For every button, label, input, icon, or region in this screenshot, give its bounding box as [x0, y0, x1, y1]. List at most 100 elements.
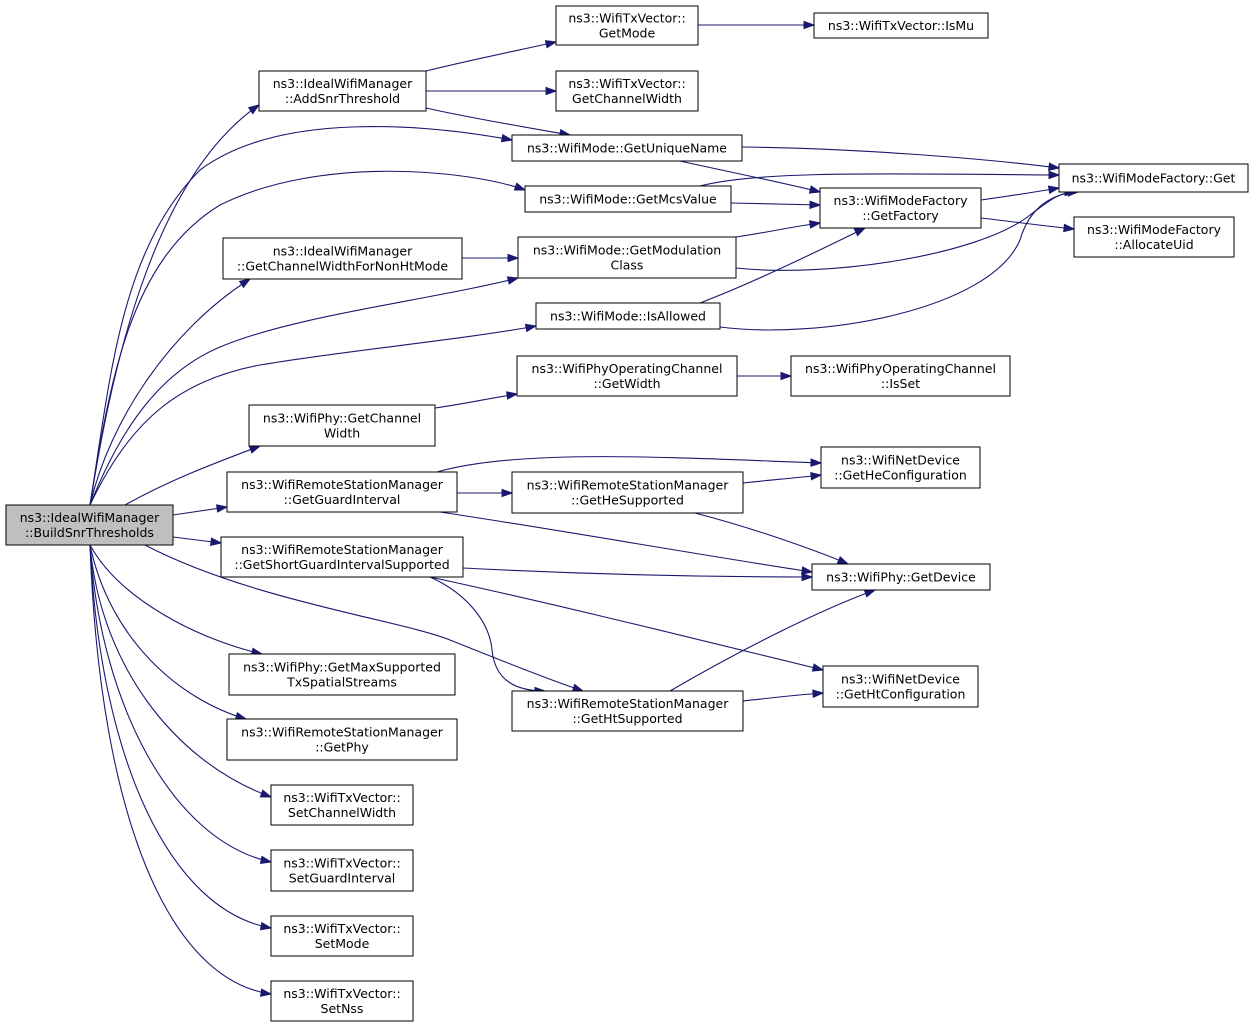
edge-modefactory_getfactory-to-modefactory_alloc: [980, 217, 1076, 233]
node-label-line: ns3::WifiTxVector::IsMu: [828, 18, 974, 33]
node-txv-setgi[interactable]: ns3::WifiTxVector::SetGuardInterval: [270, 849, 414, 892]
node-label-line: ::GetHtSupported: [572, 711, 682, 726]
edge-line: [89, 104, 260, 506]
edge-line: [741, 146, 1060, 169]
node-rsm-getphy[interactable]: ns3::WifiRemoteStationManager::GetPhy: [226, 718, 458, 761]
node-label-line: ns3::WifiRemoteStationManager: [241, 725, 444, 740]
node-txv-ismu[interactable]: ns3::WifiTxVector::IsMu: [813, 12, 989, 39]
edge-line: [669, 589, 876, 692]
arrowhead: [812, 689, 825, 699]
edge-line: [89, 544, 272, 798]
edge-mode_uniquename-to-modefactory_get: [741, 146, 1061, 171]
node-box: [555, 70, 699, 112]
node-rsm-gi[interactable]: ns3::WifiRemoteStationManager::GetGuardI…: [226, 471, 458, 513]
edge-root-to-mode_uniquename: [89, 126, 514, 506]
node-txv-setcw[interactable]: ns3::WifiTxVector::SetChannelWidth: [270, 784, 414, 826]
node-modefactory-get[interactable]: ns3::WifiModeFactory::Get: [1058, 163, 1249, 193]
node-label-line: ns3::WifiTxVector::: [283, 790, 400, 805]
arrowhead: [1048, 170, 1061, 180]
edge-line: [89, 277, 519, 506]
edge-mode_mcs-to-modefactory_get: [699, 170, 1061, 187]
node-label-line: ns3::WifiTxVector::: [568, 11, 685, 26]
node-label-line: ::GetFactory: [862, 208, 939, 223]
node-label-line: ns3::WifiNetDevice: [841, 453, 960, 468]
node-ideal-getcwnonht[interactable]: ns3::IdealWifiManager::GetChannelWidthFo…: [222, 237, 463, 280]
node-netdev-ht[interactable]: ns3::WifiNetDevice::GetHtConfiguration: [822, 665, 979, 708]
node-txv-getcw[interactable]: ns3::WifiTxVector::GetChannelWidth: [555, 70, 699, 112]
node-label-line: SetNss: [321, 1001, 364, 1016]
edge-rsm_sgi-to-netdev_ht: [429, 576, 825, 672]
edge-line: [89, 544, 272, 929]
arrowhead: [506, 276, 520, 285]
edge-line: [89, 325, 537, 506]
node-box: [511, 690, 744, 732]
node-phy-getdevice[interactable]: ns3::WifiPhy::GetDevice: [811, 563, 991, 591]
arrowhead: [836, 555, 850, 565]
node-box: [811, 563, 991, 591]
arrowhead: [247, 104, 261, 115]
node-netdev-he[interactable]: ns3::WifiNetDevice::GetHeConfiguration: [820, 446, 981, 489]
arrowhead: [248, 445, 262, 454]
node-label-line: ns3::WifiMode::GetModulation: [533, 243, 721, 258]
edge-line: [699, 173, 1060, 187]
arrowhead: [810, 471, 823, 481]
edge-root-to-mode_isallowed: [89, 323, 538, 506]
node-label-line: Width: [324, 426, 360, 441]
edge-line: [980, 217, 1075, 230]
node-label-line: ns3::WifiMode::GetUniqueName: [527, 141, 727, 156]
node-box: [1073, 216, 1235, 258]
edge-rsm_sgi-to-phy_getdevice: [462, 567, 814, 582]
arrowhead: [571, 683, 585, 692]
node-label-line: ::IsSet: [881, 376, 920, 391]
edge-line: [425, 107, 571, 136]
edge-mode_modclass-to-modefactory_getfactory: [735, 220, 822, 238]
node-rsm-sgi[interactable]: ns3::WifiRemoteStationManager::GetShortG…: [220, 536, 464, 578]
node-mode-isallowed[interactable]: ns3::WifiMode::IsAllowed: [535, 302, 721, 330]
node-box: [511, 471, 744, 514]
edge-line: [742, 474, 822, 484]
node-modefactory-getfactory[interactable]: ns3::WifiModeFactory::GetFactory: [819, 187, 982, 229]
node-txv-setmode[interactable]: ns3::WifiTxVector::SetMode: [270, 915, 414, 957]
node-txv-setnss[interactable]: ns3::WifiTxVector::SetNss: [270, 980, 414, 1022]
arrowhead: [809, 200, 822, 210]
node-rsm-ht[interactable]: ns3::WifiRemoteStationManager::GetHtSupp…: [511, 690, 744, 732]
arrowhead: [801, 572, 814, 582]
node-box: [1058, 163, 1249, 193]
edge-line: [89, 544, 263, 655]
edge-mode_uniquename-to-modefactory_getfactory: [679, 160, 822, 194]
edge-line: [89, 126, 513, 506]
node-box: [220, 536, 464, 578]
arrowhead: [803, 20, 816, 30]
node-modefactory-alloc[interactable]: ns3::WifiModeFactory::AllocateUid: [1073, 216, 1235, 258]
node-txv-getmode[interactable]: ns3::WifiTxVector::GetMode: [555, 5, 699, 46]
arrowhead: [809, 220, 822, 229]
arrowhead: [216, 504, 229, 513]
node-label-line: ns3::WifiMode::GetMcsValue: [539, 192, 717, 207]
node-label-line: ns3::WifiTxVector::: [283, 986, 400, 1001]
node-label-line: ns3::WifiRemoteStationManager: [527, 696, 730, 711]
node-label-line: SetMode: [315, 936, 370, 951]
edge-line: [89, 544, 272, 995]
edge-add_snr-to-txv_getmode: [425, 40, 558, 72]
edge-line: [89, 544, 247, 720]
node-phy-maxss[interactable]: ns3::WifiPhy::GetMaxSupportedTxSpatialSt…: [228, 653, 456, 696]
node-mode-uniquename[interactable]: ns3::WifiMode::GetUniqueName: [511, 134, 743, 162]
node-opch-getwidth[interactable]: ns3::WifiPhyOperatingChannel::GetWidth: [516, 355, 738, 397]
node-box: [270, 849, 414, 892]
edge-line: [679, 160, 821, 193]
node-label-line: ::GetShortGuardIntervalSupported: [234, 557, 449, 572]
node-box: [258, 70, 427, 112]
edge-line: [699, 227, 866, 304]
edge-line: [434, 393, 518, 409]
node-phy-getcw[interactable]: ns3::WifiPhy::GetChannelWidth: [248, 404, 436, 447]
node-box: [222, 237, 463, 280]
node-mode-mcs[interactable]: ns3::WifiMode::GetMcsValue: [524, 185, 732, 213]
arrowhead: [259, 921, 273, 931]
edge-line: [694, 512, 849, 565]
node-rsm-he[interactable]: ns3::WifiRemoteStationManager::GetHeSupp…: [511, 471, 744, 514]
edge-mode_isallowed-to-modefactory_getfactory: [699, 227, 867, 304]
node-opch-isset[interactable]: ns3::WifiPhyOperatingChannel::IsSet: [790, 355, 1011, 397]
node-add-snr[interactable]: ns3::IdealWifiManager::AddSnrThreshold: [258, 70, 427, 112]
